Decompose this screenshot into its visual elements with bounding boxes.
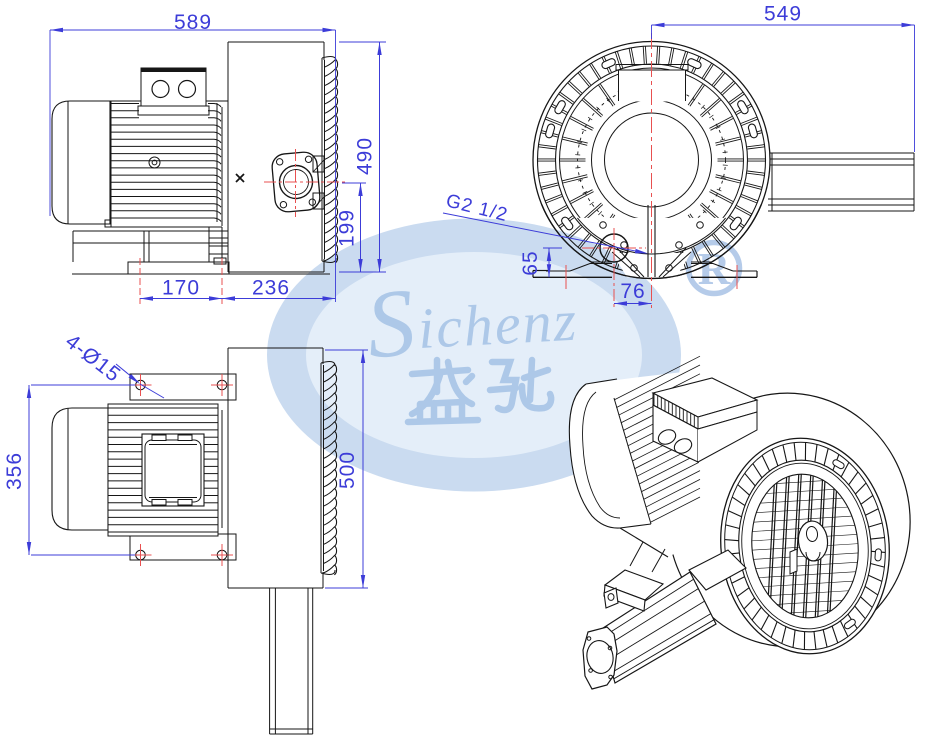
svg-text:356: 356: [3, 452, 26, 490]
svg-text:199: 199: [336, 209, 359, 247]
svg-text:76: 76: [620, 280, 645, 303]
svg-text:589: 589: [174, 11, 212, 34]
svg-text:236: 236: [252, 277, 290, 300]
svg-text:170: 170: [162, 277, 200, 300]
svg-text:65: 65: [519, 250, 542, 275]
svg-text:500: 500: [336, 451, 359, 489]
svg-text:S: S: [361, 267, 420, 378]
svg-text:ichenz: ichenz: [416, 288, 579, 361]
svg-text:490: 490: [354, 137, 377, 175]
svg-text:549: 549: [764, 3, 802, 26]
